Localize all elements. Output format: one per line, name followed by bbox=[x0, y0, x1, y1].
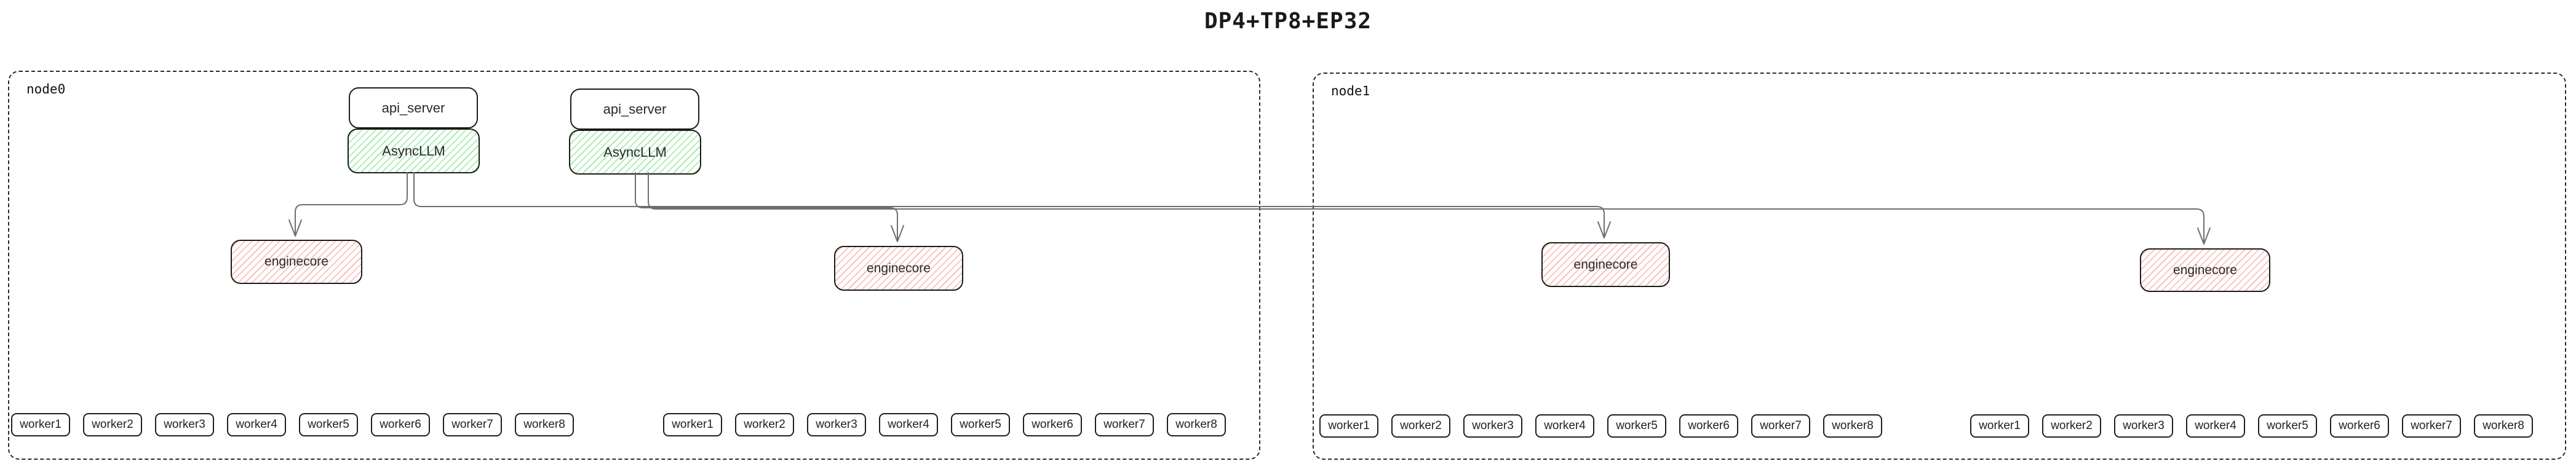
worker-box: worker3 bbox=[155, 413, 214, 436]
worker-box: worker4 bbox=[879, 413, 938, 436]
node1-label: node1 bbox=[1331, 84, 1370, 98]
asyncllm-box: AsyncLLM bbox=[348, 128, 480, 173]
worker-box: worker3 bbox=[807, 413, 866, 436]
enginecore-box: enginecore bbox=[834, 246, 963, 291]
node0-label: node0 bbox=[26, 82, 66, 97]
worker-box: worker6 bbox=[1023, 413, 1082, 436]
worker-box: worker8 bbox=[515, 413, 574, 436]
worker-box: worker5 bbox=[1607, 414, 1666, 438]
worker-box: worker3 bbox=[1463, 414, 1522, 438]
worker-box: worker8 bbox=[2474, 414, 2533, 438]
worker-box: worker6 bbox=[2330, 414, 2389, 438]
enginecore-box: enginecore bbox=[231, 240, 362, 284]
worker-box: worker2 bbox=[2042, 414, 2101, 438]
worker-box: worker1 bbox=[663, 413, 722, 436]
enginecore-box: enginecore bbox=[2140, 248, 2270, 292]
worker-box: worker4 bbox=[1535, 414, 1594, 438]
node1-container: node1 enginecore enginecore worker1 worker2… bbox=[1313, 73, 2566, 460]
worker-box: worker1 bbox=[11, 413, 70, 436]
worker-box: worker6 bbox=[371, 413, 430, 436]
worker-box: worker5 bbox=[951, 413, 1010, 436]
worker-box: worker4 bbox=[227, 413, 286, 436]
worker-box: worker4 bbox=[2186, 414, 2245, 438]
api-server-box: api_server bbox=[349, 87, 478, 128]
worker-box: worker3 bbox=[2114, 414, 2173, 438]
asyncllm-box: AsyncLLM bbox=[569, 130, 701, 175]
worker-box: worker7 bbox=[443, 413, 502, 436]
enginecore-box: enginecore bbox=[1541, 242, 1670, 287]
diagram-title: DP4+TP8+EP32 bbox=[1204, 9, 1372, 34]
worker-box: worker6 bbox=[1679, 414, 1738, 438]
worker-box: worker7 bbox=[1751, 414, 1810, 438]
worker-box: worker2 bbox=[735, 413, 794, 436]
worker-box: worker8 bbox=[1167, 413, 1226, 436]
worker-box: worker1 bbox=[1970, 414, 2029, 438]
worker-box: worker2 bbox=[1391, 414, 1450, 438]
worker-box: worker7 bbox=[2402, 414, 2461, 438]
worker-box: worker5 bbox=[299, 413, 358, 436]
worker-box: worker7 bbox=[1095, 413, 1154, 436]
worker-box: worker2 bbox=[83, 413, 142, 436]
worker-box: worker5 bbox=[2258, 414, 2317, 438]
worker-box: worker1 bbox=[1319, 414, 1378, 438]
api-server-box: api_server bbox=[570, 89, 699, 130]
worker-box: worker8 bbox=[1823, 414, 1882, 438]
